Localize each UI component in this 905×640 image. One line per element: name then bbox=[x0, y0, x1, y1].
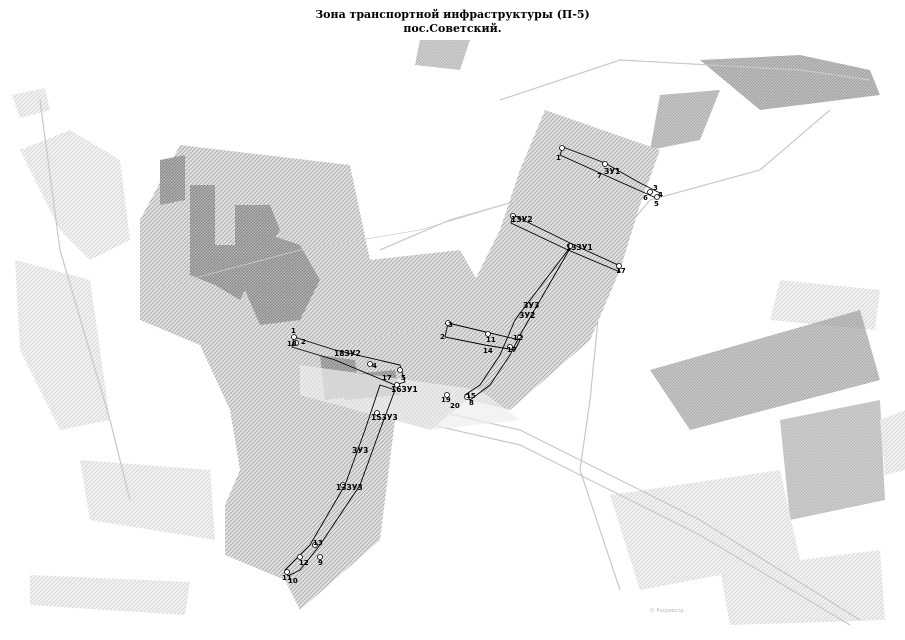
map-watermark: © Росреестр bbox=[650, 607, 684, 614]
label-11-left: 11 bbox=[282, 574, 292, 582]
label-15-17: 17 bbox=[507, 346, 517, 354]
label-12-left: 12 bbox=[299, 559, 309, 567]
label-1zu2: 1ЗУ2 bbox=[511, 215, 533, 224]
vertex-labels: 1 7 ЗУ1 3 4 6 5 1ЗУ2 13ЗУ1 17 ЗУ3 ЗУ2 3 … bbox=[282, 154, 663, 585]
label-17: 17 bbox=[616, 267, 626, 275]
title-line-2: пос.Советский. bbox=[403, 22, 502, 35]
label-11: 11 bbox=[486, 336, 496, 344]
label-7: 7 bbox=[597, 172, 602, 180]
label-13: 13 bbox=[313, 539, 323, 547]
label-1-left: 1 bbox=[291, 327, 296, 335]
label-4-left: 4 bbox=[372, 362, 377, 370]
vertex-markers bbox=[284, 145, 660, 575]
label-5-left: 5 bbox=[401, 374, 406, 382]
label-zu3-right: ЗУ3 bbox=[523, 301, 539, 310]
background-blocks bbox=[12, 40, 905, 625]
label-4: 4 bbox=[658, 191, 663, 199]
label-17-left: 17 bbox=[382, 374, 392, 382]
label-2-left: 2 bbox=[301, 338, 306, 346]
label-zu3-left: ЗУ3 bbox=[352, 446, 368, 455]
label-zu2-right: ЗУ2 bbox=[519, 311, 535, 320]
label-1: 1 bbox=[556, 154, 561, 162]
label-5: 5 bbox=[654, 200, 659, 208]
road-area-light bbox=[300, 365, 520, 430]
label-13zu1: 13ЗУ1 bbox=[566, 243, 593, 252]
label-18zu2: 18ЗУ2 bbox=[334, 349, 361, 358]
label-16zu1: 16ЗУ1 bbox=[391, 385, 418, 394]
title-line-1: Зона транспортной инфраструктуры (П-5) bbox=[315, 8, 590, 21]
boundary-lines bbox=[149, 199, 521, 346]
map-canvas[interactable]: 1 7 ЗУ1 3 4 6 5 1ЗУ2 13ЗУ1 17 ЗУ3 ЗУ2 3 … bbox=[0, 40, 905, 635]
label-12: 12 bbox=[513, 334, 523, 342]
label-9: 9 bbox=[318, 559, 323, 567]
label-6: 6 bbox=[643, 194, 648, 202]
label-3-mid: 3 bbox=[448, 321, 453, 329]
label-20: 20 bbox=[450, 402, 460, 410]
label-3: 3 bbox=[653, 184, 658, 192]
map-title: Зона транспортной инфраструктуры (П-5) п… bbox=[0, 8, 905, 36]
label-18: 18 bbox=[287, 340, 297, 348]
label-13zu3: 13ЗУ3 bbox=[336, 483, 363, 492]
label-2-mid: 2 bbox=[440, 333, 445, 341]
label-zu1-top: ЗУ1 bbox=[604, 167, 620, 176]
label-8: 8 bbox=[469, 399, 474, 407]
label-15zu3: 15ЗУ3 bbox=[371, 413, 398, 422]
label-14: 14 bbox=[483, 347, 493, 355]
label-19: 19 bbox=[441, 396, 451, 404]
label-10: 10 bbox=[288, 577, 298, 585]
label-15: 15 bbox=[466, 392, 476, 400]
